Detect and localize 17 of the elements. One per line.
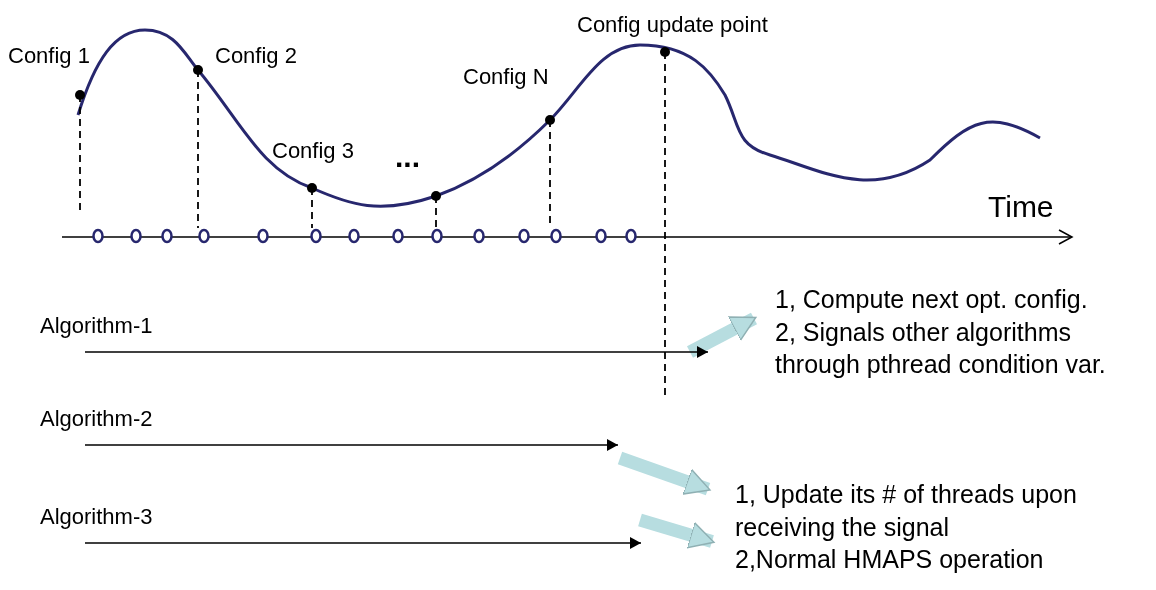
config-label: Config 1 <box>8 43 90 69</box>
config-label: Config update point <box>577 12 768 38</box>
block-arrow <box>638 513 715 549</box>
note-text: 1, Update its # of threads upon receiving the signal <box>735 479 1078 543</box>
algorithm-label: Algorithm-3 <box>40 503 153 531</box>
algorithm-label: Algorithm-2 <box>40 405 153 433</box>
ellipsis: ... <box>395 140 420 174</box>
config-label: Config N <box>463 64 549 90</box>
axis-label: Time <box>988 190 1054 224</box>
config-label: Config 2 <box>215 43 297 69</box>
note-text: 1, Compute next opt. config. <box>775 284 1089 315</box>
config-label: Config 3 <box>272 138 354 164</box>
note-text: 2, Signals other algorithms through pthread condition var. <box>775 316 1107 380</box>
block-arrow <box>617 451 711 496</box>
algorithm-label: Algorithm-1 <box>40 312 153 340</box>
block-arrow <box>687 312 757 358</box>
note-text: 2,Normal HMAPS operation <box>735 544 1045 575</box>
